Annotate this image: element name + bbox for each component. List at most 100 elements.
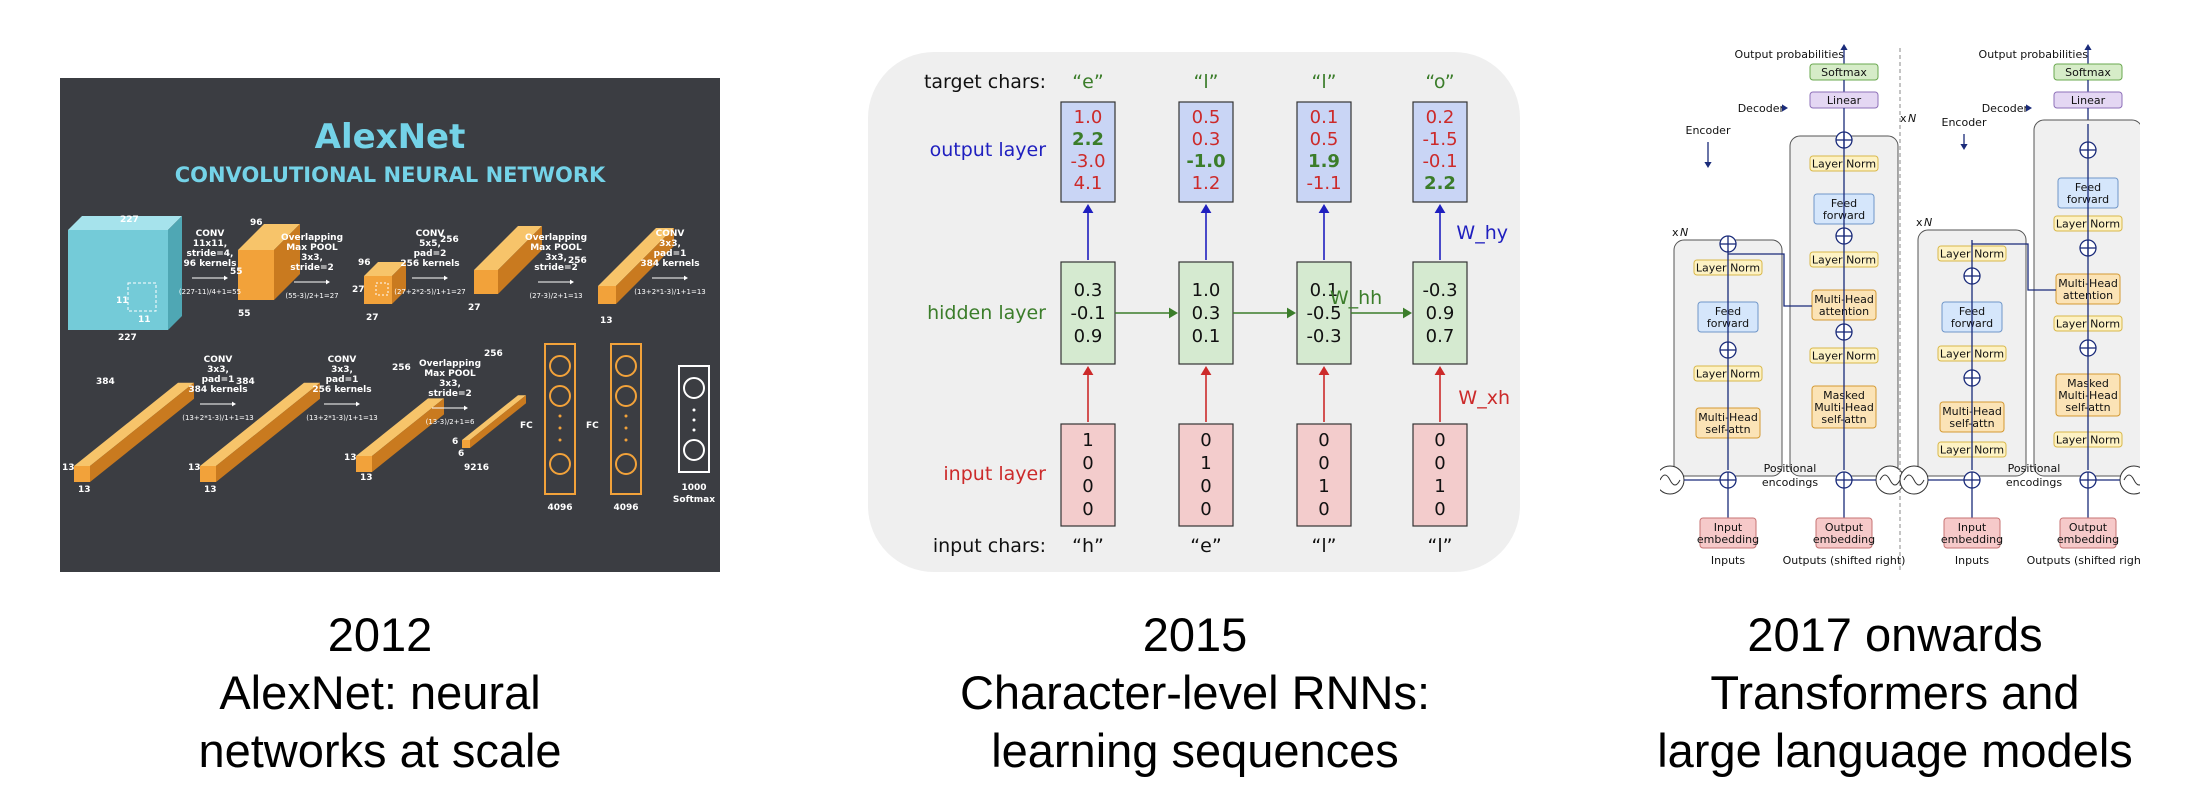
box-top	[462, 395, 526, 440]
op-label: pad=1	[202, 375, 235, 385]
output-embedding-label: embedding	[2057, 533, 2119, 546]
fc-size: 4096	[613, 503, 638, 513]
input-embedding-label: embedding	[1697, 533, 1759, 546]
output-embedding-box	[1815, 517, 1873, 549]
dim-label: 13	[600, 316, 613, 326]
sine-wave	[1903, 474, 1925, 486]
dim-label: 6	[452, 437, 458, 447]
positional-label: encodings	[2006, 476, 2063, 489]
dim-label: 13	[188, 463, 201, 473]
dim-label: 96	[358, 258, 371, 268]
arrow-head	[1169, 307, 1178, 319]
output-value: -1.1	[1306, 173, 1341, 194]
output-probabilities-label: Output probabilities	[1735, 48, 1845, 61]
output-value: 0.5	[1310, 129, 1339, 150]
box-top	[200, 382, 320, 466]
caption-year: 2012	[327, 608, 433, 661]
arrow-head	[1704, 162, 1712, 168]
dim-label: 9216	[464, 463, 489, 473]
output-vector	[1060, 101, 1116, 203]
output-value: 0.3	[1192, 129, 1221, 150]
output-vector	[1412, 101, 1468, 203]
hidden-layer-label: hidden layer	[927, 302, 1046, 324]
input-value: 0	[1082, 476, 1093, 497]
caption-line: Character-level RNNs:	[959, 666, 1431, 719]
fc-layer	[610, 343, 642, 495]
w-hh-label: W_hh	[1330, 287, 1382, 309]
op-label: Overlapping	[525, 233, 587, 243]
softmax-label: Softmax	[1821, 66, 1867, 79]
caption-line: large language models	[1657, 724, 2133, 777]
box-front	[364, 276, 392, 304]
input-embedding-box	[1699, 517, 1757, 549]
caption-transformer: 2017 onwards Transformers and large lang…	[1600, 606, 2190, 780]
output-value: -3.0	[1070, 151, 1105, 172]
conv5-volume	[356, 398, 444, 472]
op-label: Overlapping	[281, 233, 343, 243]
arrow-head	[326, 279, 330, 285]
op-label: 256 kernels	[312, 385, 371, 395]
box-front	[68, 230, 168, 330]
output-value: 1.2	[1192, 173, 1221, 194]
conv4-volume	[200, 382, 320, 482]
caption-year: 2017 onwards	[1747, 608, 2043, 661]
box-front	[598, 286, 616, 304]
box-side	[470, 395, 526, 448]
op-label: 3x3,	[545, 253, 567, 263]
ellipsis-dot	[692, 418, 696, 422]
output-value: 1.0	[1074, 107, 1103, 128]
softmax-label: Softmax	[2065, 66, 2111, 79]
output-embedding-box	[2059, 517, 2117, 549]
dim-label: 13	[360, 473, 373, 483]
conv3-volume	[74, 382, 194, 482]
op-label: pad=2	[414, 249, 447, 259]
repeat-n: N	[1924, 216, 1932, 229]
input-embedding-box	[1943, 517, 2001, 549]
pool3-volume	[462, 395, 526, 448]
sine-wave	[1879, 474, 1901, 486]
sine-wave	[1659, 474, 1681, 486]
repeat-n: N	[1908, 112, 1916, 125]
input-value: 0	[1200, 476, 1211, 497]
dim-label: 55	[230, 267, 243, 277]
fc-label: FC	[520, 421, 533, 431]
input-value: 0	[1082, 499, 1093, 520]
hidden-value: -0.3	[1306, 326, 1341, 347]
op-label: 3x3,	[301, 253, 323, 263]
arrow-head	[1782, 104, 1788, 112]
outputs-shifted-label: Outputs (shifted right)	[2027, 554, 2140, 567]
output-value: -1.0	[1186, 151, 1225, 172]
box-top	[598, 228, 674, 286]
w-xh-label: W_xh	[1458, 387, 1510, 409]
box-side	[216, 382, 320, 482]
output-value: -0.1	[1422, 151, 1457, 172]
box-side	[168, 216, 182, 330]
op-label: 3x3,	[207, 365, 229, 375]
op-label: 96 kernels	[184, 259, 237, 269]
op-formula: (13-3)/2+1=6	[426, 418, 475, 426]
op-formula: (27+2*2-5)/1+1=27	[394, 288, 466, 296]
pool1-volume	[364, 262, 406, 304]
arrow-head	[1082, 204, 1094, 213]
caption-line: AlexNet: neural	[219, 666, 541, 719]
output-embedding-label: Output	[2069, 521, 2108, 534]
arrow-head	[1434, 204, 1446, 213]
dim-label: 11	[116, 296, 129, 306]
op-label: stride=2	[534, 263, 578, 273]
neuron	[683, 439, 705, 461]
repeat-x: x	[1916, 216, 1923, 229]
dim-label: 55	[238, 309, 251, 319]
input-value: 1	[1082, 430, 1093, 451]
input-value: 0	[1318, 453, 1329, 474]
op-label: 11x11,	[193, 239, 227, 249]
output-probabilities-label: Output probabilities	[1979, 48, 2089, 61]
positional-label: encodings	[1762, 476, 1819, 489]
op-label: CONV	[416, 229, 445, 239]
output-value: 2.2	[1424, 173, 1456, 194]
input-volume	[68, 216, 182, 330]
positional-label: Positional	[2008, 462, 2061, 475]
op-label: Max POOL	[424, 369, 476, 379]
w-hy-label: W_hy	[1456, 222, 1508, 244]
input-layer-label: input layer	[943, 463, 1046, 485]
fc-label: FC	[586, 421, 599, 431]
